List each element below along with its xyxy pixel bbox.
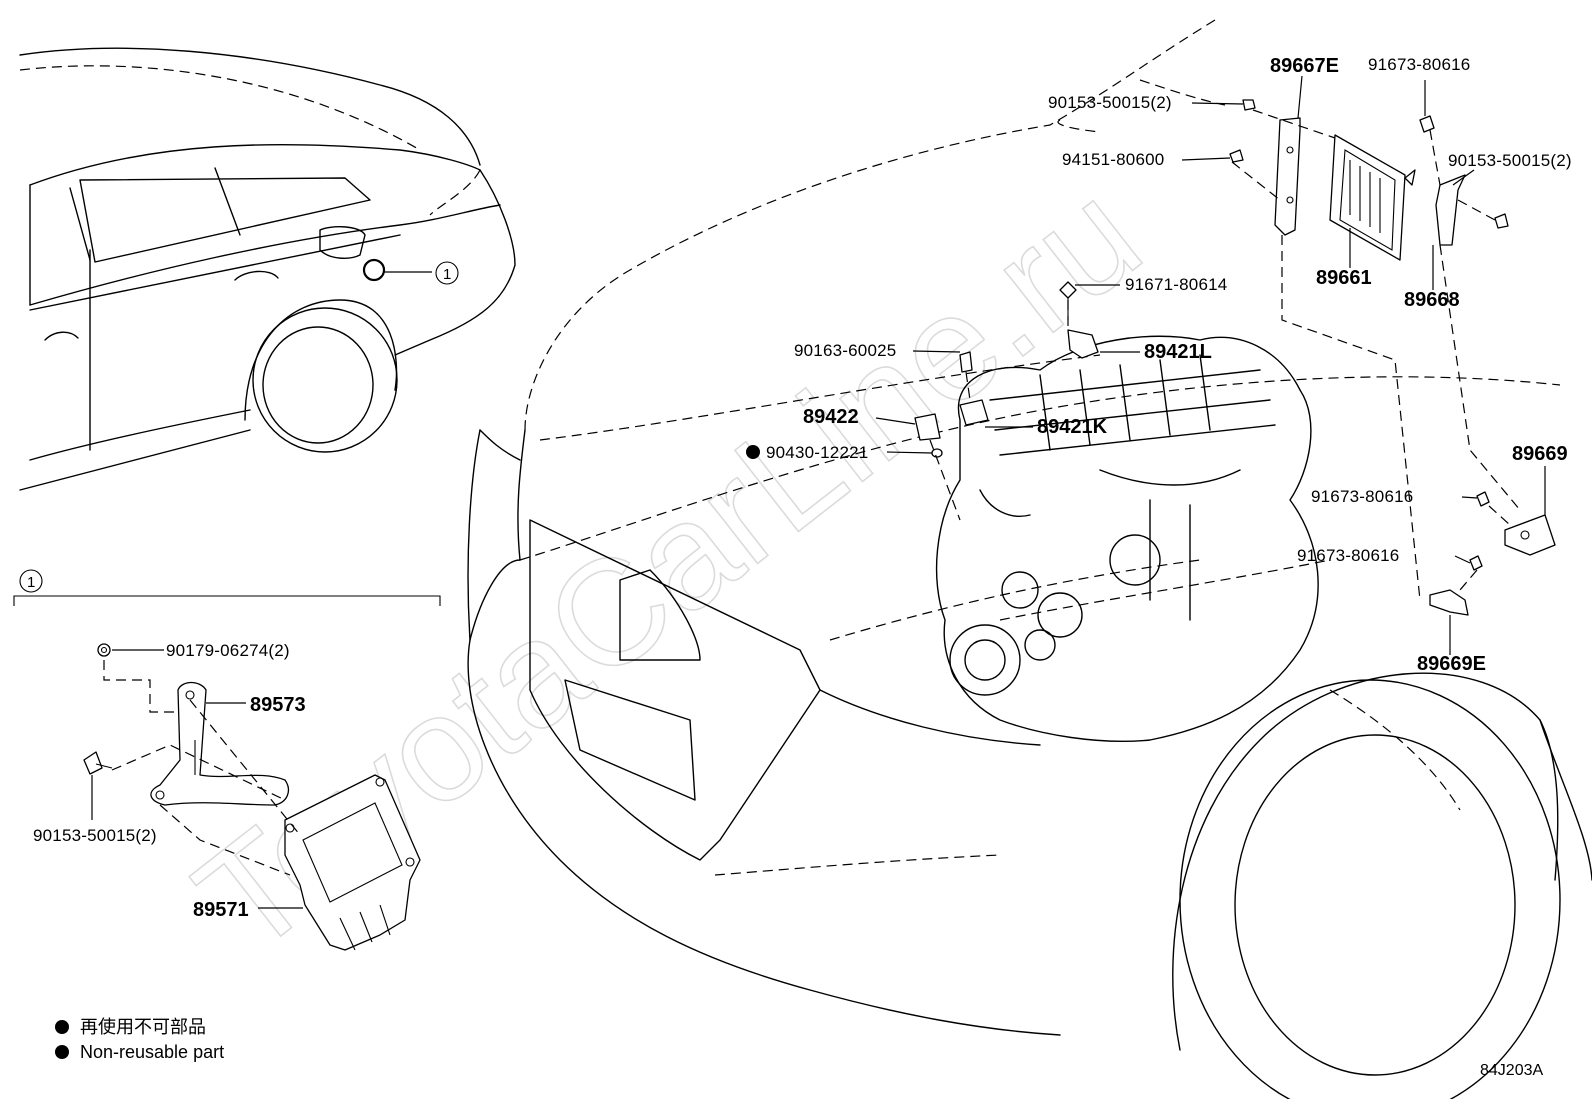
label-89573: 89573 [250,694,306,716]
callout-number: 1 [443,266,452,283]
engine-ecu-assembly [1229,99,1521,601]
label-89667E: 89667E [1270,55,1339,77]
label-89669E: 89669E [1417,653,1486,675]
label-90179-06274: 90179-06274(2) [166,641,290,660]
label-90153-50015-c: 90153-50015(2) [33,826,157,845]
sub-assembly-callout: 1 [27,574,36,591]
label-94151-80600: 94151-80600 [1062,150,1164,169]
label-89422: 89422 [803,406,859,428]
label-90163-60025: 90163-60025 [794,341,896,360]
rear-car-illustration: 1 [19,47,516,491]
label-91673-80616-mid: 91673-80616 [1311,487,1413,506]
legend: 再使用不可部品 Non-reusable part [55,1017,224,1062]
part-labels: 89667E 91673-80616 90153-50015(2) 90153-… [33,55,1572,921]
label-89669: 89669 [1512,443,1568,465]
label-90153-50015-b: 90153-50015(2) [1448,151,1572,170]
sub-assembly-1: 1 [13,569,441,951]
front-car-illustration [467,19,1592,1099]
label-89421K: 89421K [1037,416,1108,438]
non-reusable-marker [746,445,760,459]
legend-japanese: 再使用不可部品 [80,1017,206,1037]
label-90430-12221: 90430-12221 [766,443,868,462]
leader-lines [875,75,1546,655]
label-91673-80616-top: 91673-80616 [1368,55,1470,74]
label-90153-50015-a: 90153-50015(2) [1048,93,1172,112]
engine-illustration [935,335,1319,742]
diagram-code: 84J203A [1480,1062,1543,1079]
label-91673-80616-low: 91673-80616 [1297,546,1399,565]
lower-brackets [1429,491,1556,616]
engine-sensors [914,281,1099,521]
label-91671-80614: 91671-80614 [1125,275,1227,294]
legend-english: Non-reusable part [80,1042,224,1062]
label-89421L: 89421L [1144,341,1212,363]
label-89571: 89571 [193,899,249,921]
label-89668: 89668 [1404,289,1460,311]
legend-marker-en [55,1045,69,1059]
legend-marker-jp [55,1020,69,1034]
label-89661: 89661 [1316,267,1372,289]
